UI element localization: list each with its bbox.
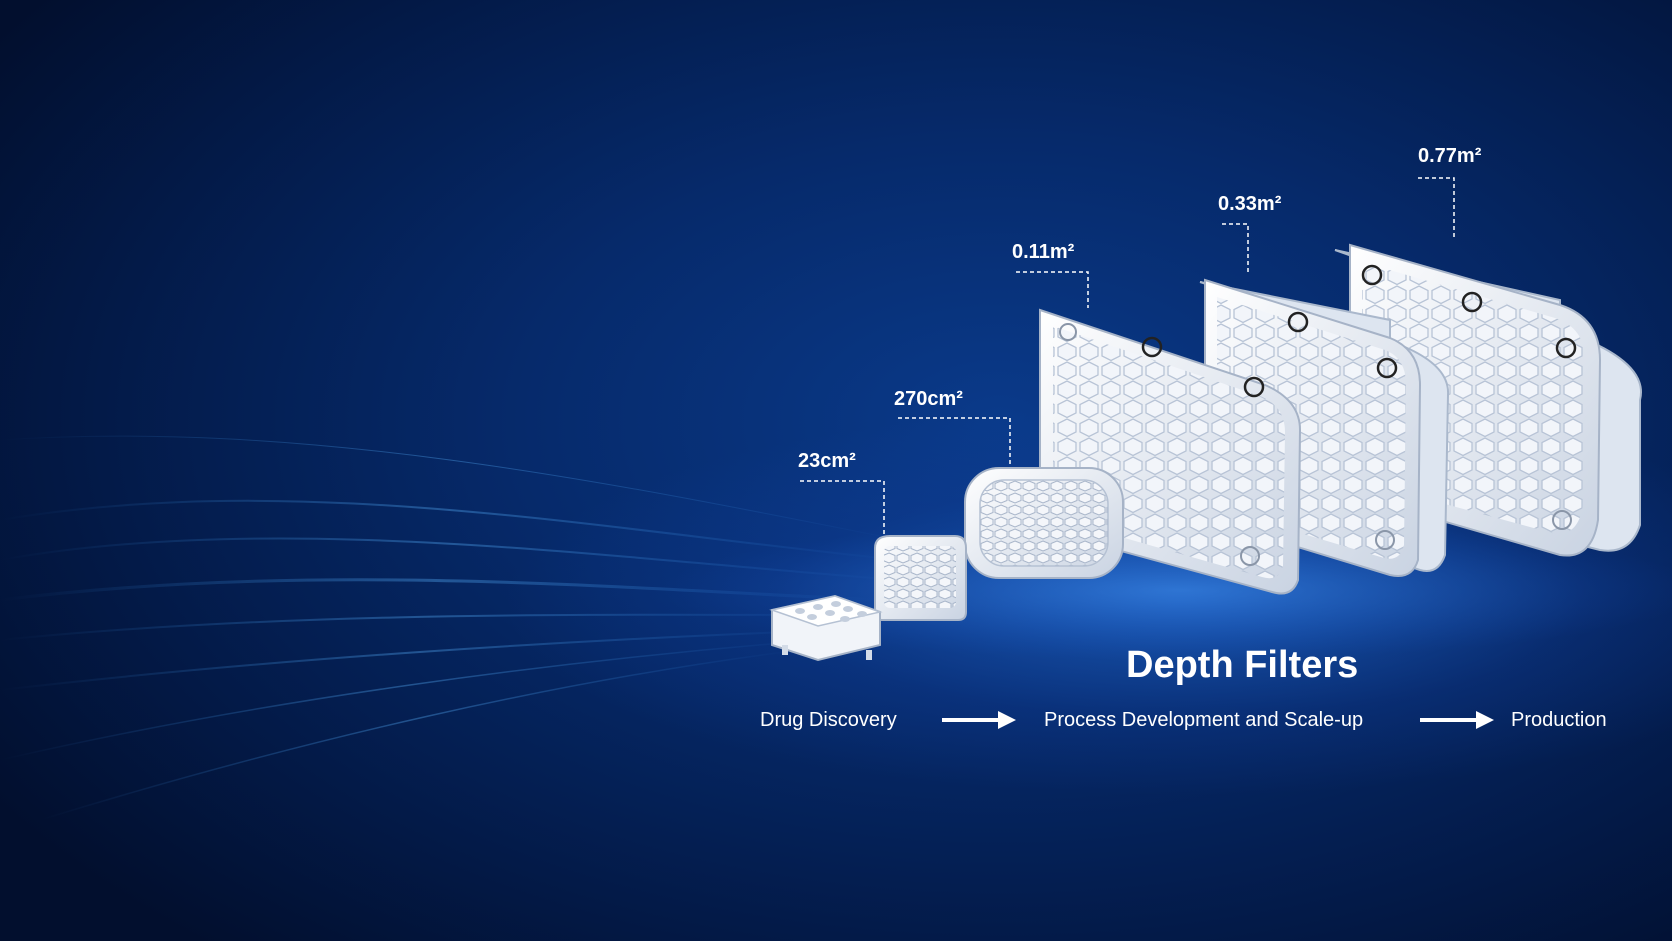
filter-device-270cm2 <box>964 467 1124 579</box>
arrow-right-icon <box>942 711 1016 729</box>
callout-lines <box>800 177 1455 536</box>
size-label-23cm2: 23cm² <box>798 450 856 472</box>
filter-device-micro <box>769 594 883 662</box>
size-label-0-11m2: 0.11m² <box>1012 241 1075 263</box>
size-label-0-77m2: 0.77m² <box>1418 145 1482 167</box>
arrow-right-icon <box>1420 711 1494 729</box>
workflow-stage-drug-discovery: Drug Discovery <box>760 709 897 731</box>
workflow-stage-production: Production <box>1511 709 1607 731</box>
filter-device-23cm2 <box>874 535 967 621</box>
page-title: Depth Filters <box>1126 644 1359 686</box>
size-label-270cm2: 270cm² <box>894 388 963 410</box>
size-label-0-33m2: 0.33m² <box>1218 193 1282 215</box>
workflow-stage-process-development: Process Development and Scale-up <box>1044 709 1364 731</box>
